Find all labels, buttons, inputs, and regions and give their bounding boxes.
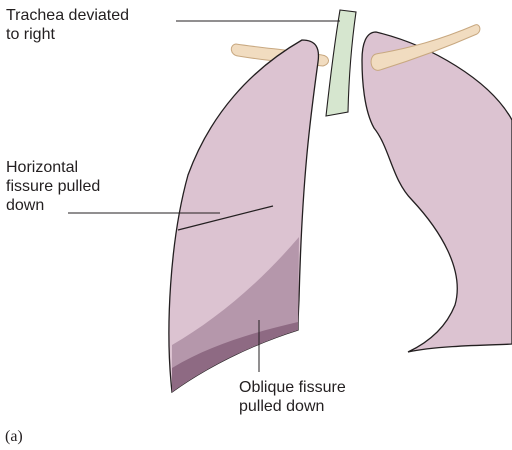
oblique-fissure-label-line2: pulled down	[239, 397, 346, 416]
panel-label: (a)	[5, 428, 23, 446]
horizontal-fissure-label-line1: Horizontal	[6, 158, 100, 177]
trachea	[326, 10, 356, 116]
left-lung	[362, 32, 512, 352]
oblique-fissure-label: Oblique fissure pulled down	[239, 378, 346, 416]
horizontal-fissure-label-line2: fissure pulled	[6, 177, 100, 196]
trachea-label-line1: Trachea deviated	[6, 6, 129, 25]
oblique-fissure-label-line1: Oblique fissure	[239, 378, 346, 397]
horizontal-fissure-label-line3: down	[6, 196, 100, 215]
trachea-label: Trachea deviated to right	[6, 6, 129, 44]
trachea-label-line2: to right	[6, 25, 129, 44]
horizontal-fissure-label: Horizontal fissure pulled down	[6, 158, 100, 215]
